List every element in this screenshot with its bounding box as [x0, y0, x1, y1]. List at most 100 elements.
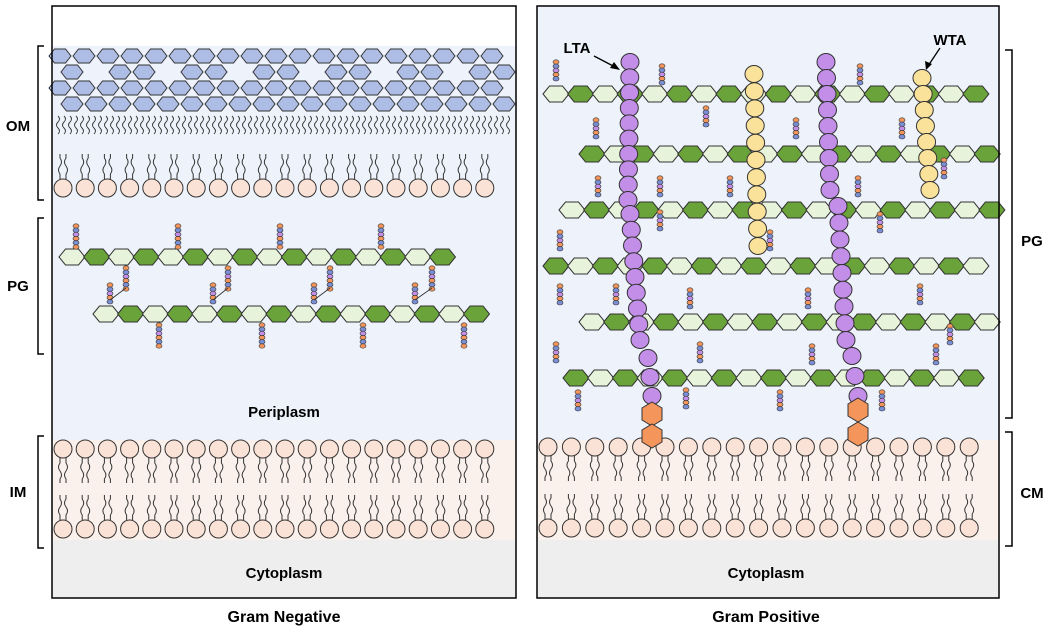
lps-sugar	[120, 80, 144, 96]
gram-positive-caption: Gram Positive	[712, 609, 820, 626]
lipid-a-chain	[272, 115, 276, 135]
peptide-bead	[656, 175, 664, 181]
peptide-stem	[898, 117, 906, 140]
pg-right-label: PG	[1021, 233, 1043, 250]
peptide-bead	[656, 226, 664, 232]
peptide-bead	[940, 161, 948, 167]
wta-bead	[915, 117, 935, 135]
gram-positive-panel	[536, 5, 1006, 599]
peptide-bead	[878, 402, 886, 408]
lps-sugar	[84, 96, 108, 112]
peptide-bead	[552, 345, 560, 351]
lps-sugar	[96, 80, 120, 96]
peptide-bead	[916, 283, 924, 289]
peptide-bead	[556, 283, 564, 289]
peptide-bead	[656, 217, 664, 223]
peptide-bead	[878, 389, 886, 395]
peptide-bead	[686, 304, 694, 310]
lta-bead	[618, 175, 638, 194]
peptide-stem	[792, 117, 800, 140]
peptide-bead	[856, 71, 864, 77]
wta-label: WTA	[933, 32, 966, 49]
peptide-bead	[686, 300, 694, 306]
lta-bead	[630, 331, 650, 349]
peptide-bead	[696, 358, 704, 364]
lps-sugar	[408, 48, 432, 64]
lipid-a-chain	[176, 115, 180, 135]
lipid-a-chain	[158, 115, 162, 135]
peptide-stem	[460, 322, 468, 349]
peptide-stem	[276, 223, 284, 250]
lps-sugar	[384, 48, 408, 64]
lps-sugar	[492, 64, 516, 80]
peptide-bead	[804, 295, 812, 301]
peptide-bead	[898, 121, 906, 127]
lipid-a-chain	[284, 115, 288, 135]
lps-sugar	[288, 80, 312, 96]
peptide-bead	[612, 283, 620, 289]
peptide-stem	[556, 283, 564, 306]
peptide-stem	[377, 223, 385, 250]
peptide-bead	[682, 404, 690, 410]
lta-bead	[819, 133, 838, 151]
peptide-bead	[878, 393, 886, 399]
crosslink	[109, 287, 127, 301]
peptide-bead	[310, 299, 318, 305]
peptide-bead	[702, 122, 710, 128]
pg-left-bracket	[37, 217, 44, 355]
peptide-bead	[574, 389, 582, 395]
lps-sugar	[348, 96, 372, 112]
peptide-bead	[898, 125, 906, 131]
peptide-stem	[682, 387, 690, 410]
lipid-a-chain	[428, 115, 432, 135]
peptide-bead	[766, 237, 774, 243]
lta-bead	[818, 117, 838, 135]
peptide-bead	[359, 335, 367, 341]
lps-sugar	[240, 80, 264, 96]
lipid-a-chain	[356, 115, 360, 135]
lta-bead	[820, 181, 840, 199]
lipid-a-chain	[218, 115, 222, 135]
peptide-bead	[276, 223, 284, 229]
lps-sugar	[252, 96, 276, 112]
lps-sugar	[60, 64, 84, 80]
lps-sugar	[360, 48, 384, 64]
murnac-unit	[973, 145, 1001, 163]
peptide-bead	[702, 109, 710, 115]
peptide-bead	[556, 300, 564, 306]
peptide-bead	[932, 347, 940, 353]
peptide-bead	[766, 229, 774, 235]
peptide-bead	[946, 327, 954, 333]
outer-membrane-lipids	[53, 115, 510, 198]
lta-bead	[619, 99, 639, 117]
lps-sugar	[60, 96, 84, 112]
peptide-bead	[854, 188, 862, 194]
lipid-a-chain	[302, 115, 306, 135]
peptide-bead	[686, 291, 694, 297]
peptide-stem	[72, 223, 80, 250]
peptide-bead	[808, 343, 816, 349]
lps-sugar	[228, 96, 252, 112]
im-label: IM	[10, 484, 27, 501]
lta-bead	[830, 230, 850, 249]
lps-sugar	[456, 48, 480, 64]
peptide-bead	[854, 175, 862, 181]
peptide-bead	[326, 286, 334, 292]
lps-sugar	[300, 96, 324, 112]
lps-sugar	[48, 80, 72, 96]
peptide-bead	[174, 227, 182, 233]
lps-sugar	[144, 48, 168, 64]
murnac-unit	[462, 305, 491, 323]
lta-bead	[618, 160, 638, 179]
peptide-bead	[411, 282, 419, 288]
wta-bead	[748, 237, 768, 255]
lta-bead	[817, 69, 836, 87]
lipid-a-chain	[386, 115, 390, 135]
crosslink	[414, 287, 433, 301]
peptide-bead	[658, 63, 666, 69]
peptide-bead	[792, 121, 800, 127]
peptide-stem	[258, 322, 266, 349]
lps-sugar	[336, 80, 360, 96]
peptide-bead	[428, 273, 436, 279]
peptide-bead	[916, 287, 924, 293]
